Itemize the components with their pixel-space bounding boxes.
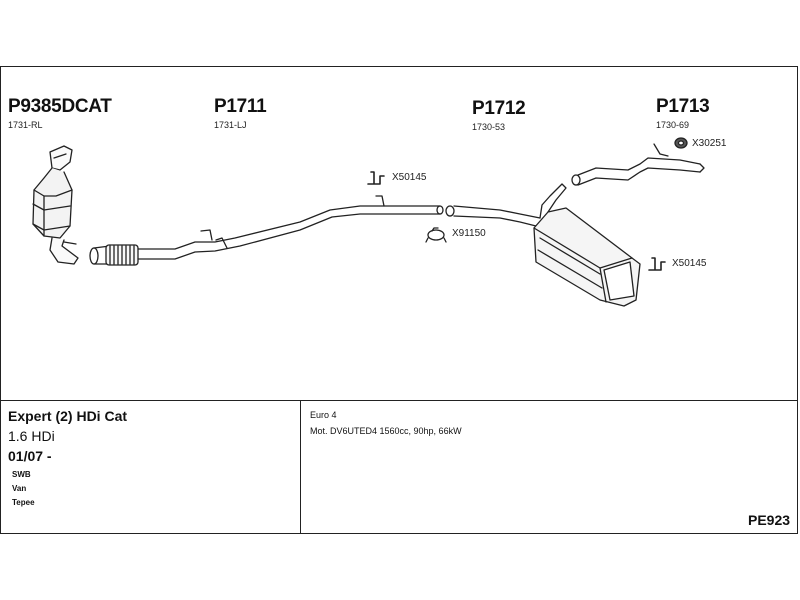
body-type: Van — [12, 484, 27, 493]
diagram-frame — [0, 66, 798, 534]
engine-spec: Mot. DV6UTED4 1560cc, 90hp, 66kW — [310, 426, 462, 436]
divider — [0, 400, 798, 401]
part-number: P1713 — [656, 96, 710, 117]
hanger-icon — [648, 257, 666, 271]
system-code: PE923 — [748, 512, 791, 528]
part-ref: 1730-69 — [656, 120, 690, 130]
rear-silencer — [445, 183, 641, 307]
body-type: SWB — [12, 470, 31, 479]
accessory-code: X30251 — [692, 138, 727, 149]
part-ref: 1731-RL — [8, 120, 43, 130]
part-ref: 1731-LJ — [214, 120, 247, 130]
body-type: Tepee — [12, 498, 35, 507]
part-ref: 1730-53 — [472, 122, 506, 132]
vehicle-model: Expert (2) HDi Cat — [8, 408, 128, 424]
accessory-code: X50145 — [392, 172, 427, 183]
hanger-icon — [367, 171, 385, 185]
divider — [300, 400, 301, 534]
front-pipe — [89, 205, 444, 266]
gasket-icon — [674, 137, 688, 149]
accessory-code: X50145 — [672, 258, 707, 269]
emission-standard: Euro 4 — [310, 410, 337, 420]
tail-pipe — [571, 143, 705, 186]
part-number: P1711 — [214, 96, 267, 117]
production-date: 01/07 - — [8, 448, 52, 464]
part-number: P1712 — [472, 98, 526, 119]
clamp-icon — [425, 227, 447, 243]
catalytic-converter — [32, 145, 79, 265]
accessory-code: X91150 — [452, 228, 486, 239]
engine-size: 1.6 HDi — [8, 428, 55, 444]
part-number: P9385DCAT — [8, 96, 112, 117]
